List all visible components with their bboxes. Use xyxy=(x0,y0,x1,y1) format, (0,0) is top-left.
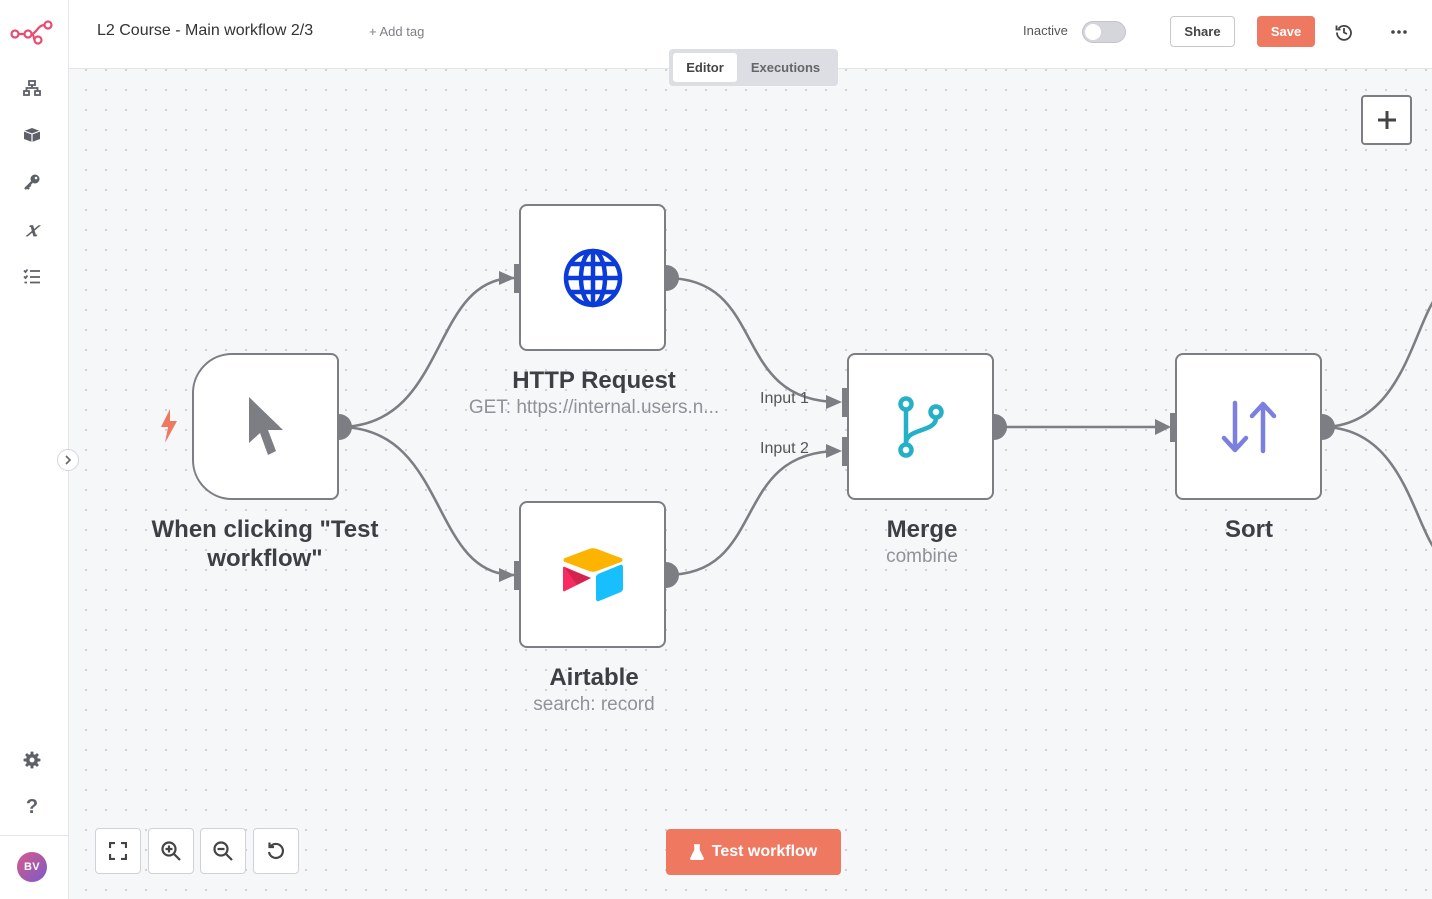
share-button[interactable]: Share xyxy=(1170,16,1235,47)
node-airtable-subtitle: search: record xyxy=(533,694,655,715)
sidebar-item-workflows[interactable] xyxy=(0,68,64,108)
add-tag-button[interactable]: + Add tag xyxy=(369,24,425,39)
merge-icon xyxy=(897,395,944,458)
zoom-in-button[interactable] xyxy=(148,828,194,874)
node-http-request-title: HTTP Request xyxy=(512,367,676,394)
active-toggle[interactable] xyxy=(1082,21,1126,43)
variable-x-icon: 𝑥 xyxy=(26,217,38,241)
node-merge[interactable] xyxy=(847,353,994,500)
test-workflow-label: Test workflow xyxy=(711,843,818,860)
node-airtable-title: Airtable xyxy=(549,664,639,691)
n8n-logo-icon xyxy=(10,20,53,45)
history-icon xyxy=(1335,24,1352,41)
node-airtable[interactable] xyxy=(519,501,666,648)
edge-trigger-airtable xyxy=(338,425,515,577)
reset-zoom-button[interactable] xyxy=(253,828,299,874)
gear-icon xyxy=(23,751,41,769)
node-sort[interactable] xyxy=(1175,353,1322,500)
fit-view-icon xyxy=(109,842,127,860)
workflow-title[interactable]: L2 Course - Main workflow 2/3 xyxy=(97,22,314,39)
node-http-request[interactable] xyxy=(519,204,666,351)
airtable-icon xyxy=(562,547,623,601)
sidebar-item-templates[interactable] xyxy=(0,115,64,155)
arrow-merge-in-1 xyxy=(826,395,842,409)
header: L2 Course - Main workflow 2/3 + Add tag … xyxy=(69,0,1432,69)
edge-sort-out-1 xyxy=(1321,301,1432,429)
sidebar-item-executions[interactable] xyxy=(0,256,64,296)
zoom-out-button[interactable] xyxy=(200,828,246,874)
node-merge-subtitle: combine xyxy=(886,546,958,567)
tab-editor[interactable]: Editor xyxy=(673,53,737,82)
network-icon xyxy=(23,80,41,96)
sort-icon xyxy=(1221,400,1276,453)
node-http-request-subtitle: GET: https://internal.users.n... xyxy=(468,397,720,418)
active-status-label: Inactive xyxy=(1023,23,1068,38)
test-workflow-button[interactable]: Test workflow xyxy=(666,829,841,875)
plus-icon xyxy=(1377,111,1396,129)
more-options-button[interactable] xyxy=(1387,20,1411,44)
sidebar-item-credentials[interactable] xyxy=(0,162,64,202)
zoom-to-fit-button[interactable] xyxy=(95,828,141,874)
undo-icon xyxy=(267,842,285,859)
sidebar-collapse-button[interactable] xyxy=(57,449,79,471)
list-check-icon xyxy=(23,268,40,284)
cursor-icon xyxy=(248,396,283,455)
node-merge-title: Merge xyxy=(886,516,958,543)
edge-airtable-merge xyxy=(665,449,840,577)
key-icon xyxy=(24,174,40,190)
node-manual-trigger-title: When clicking "Test workflow" xyxy=(151,516,379,572)
box-icon xyxy=(23,128,41,142)
sidebar-item-settings[interactable] xyxy=(0,740,64,780)
merge-input-1-label: Input 1 xyxy=(760,390,809,407)
flask-icon xyxy=(689,844,704,860)
add-node-button[interactable] xyxy=(1361,95,1412,145)
merge-input-2-label: Input 2 xyxy=(760,440,809,457)
trigger-lightning-icon xyxy=(161,409,177,443)
avatar[interactable]: BV xyxy=(17,852,47,882)
arrow-http-in xyxy=(499,271,515,285)
edge-http-merge xyxy=(665,276,840,404)
sidebar-item-help[interactable]: ? xyxy=(0,787,64,827)
sidebar-item-variables[interactable]: 𝑥 xyxy=(0,209,64,249)
tab-executions[interactable]: Executions xyxy=(750,60,821,75)
arrow-airtable-in xyxy=(499,568,515,582)
workflow-history-button[interactable] xyxy=(1332,20,1356,44)
zoom-out-icon xyxy=(213,841,233,861)
node-manual-trigger[interactable] xyxy=(192,353,339,500)
n8n-logo[interactable] xyxy=(0,12,64,52)
save-button[interactable]: Save xyxy=(1257,16,1315,47)
view-tab-switcher: Editor Executions xyxy=(669,49,838,86)
sidebar-divider xyxy=(0,835,68,836)
sidebar: 𝑥 ? xyxy=(0,0,69,899)
question-icon: ? xyxy=(25,795,39,818)
arrow-merge-in-2 xyxy=(826,444,842,458)
chevron-right-icon xyxy=(65,455,72,465)
zoom-in-icon xyxy=(161,841,181,861)
workflow-canvas[interactable]: When clicking "Test workflow" HTTP Reque… xyxy=(69,69,1432,899)
edge-sort-out-2 xyxy=(1321,425,1432,548)
globe-icon xyxy=(563,248,622,307)
node-sort-title: Sort xyxy=(1225,516,1273,543)
arrow-sort-in xyxy=(1155,419,1171,435)
ellipsis-icon xyxy=(1391,30,1407,34)
edge-trigger-http xyxy=(338,276,515,429)
